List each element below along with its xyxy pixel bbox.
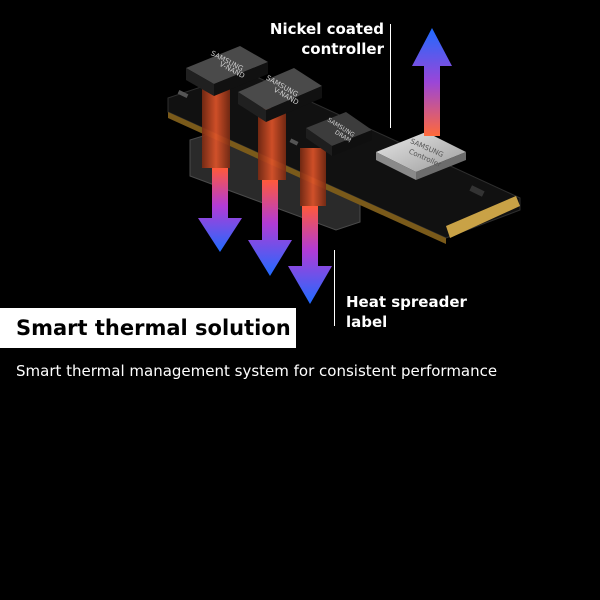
controller-chip: SAMSUNG Controller bbox=[376, 132, 466, 180]
heat-down-arrow bbox=[288, 206, 332, 304]
dram-chip: SAMSUNG DRAM bbox=[306, 112, 372, 156]
board-component bbox=[469, 185, 485, 197]
heat-down-arrow bbox=[198, 168, 242, 252]
nand-chip: SAMSUNG V-NAND bbox=[238, 68, 322, 122]
board-component bbox=[289, 138, 299, 146]
heat-spreader-callout: Heat spreader label bbox=[346, 292, 476, 332]
nand-chip: SAMSUNG V-NAND bbox=[186, 46, 268, 96]
heat-up-arrow bbox=[412, 28, 452, 136]
headline-box: Smart thermal solution bbox=[0, 308, 296, 348]
nickel-callout-line-2: controller bbox=[301, 40, 384, 58]
heat-callout-line-2: label bbox=[346, 313, 388, 331]
nickel-callout-leader-line bbox=[390, 24, 391, 128]
thermal-pillar bbox=[258, 108, 286, 180]
heat-down-arrow bbox=[248, 180, 292, 276]
gold-connector bbox=[446, 196, 520, 238]
description-text: Smart thermal management system for cons… bbox=[16, 362, 498, 380]
nickel-callout-line-1: Nickel coated bbox=[269, 20, 384, 38]
thermal-pillar bbox=[202, 86, 230, 168]
heat-callout-leader-line bbox=[334, 250, 335, 326]
nickel-controller-callout: Nickel coated controller bbox=[262, 19, 384, 59]
heat-callout-line-1: Heat spreader bbox=[346, 293, 467, 311]
thermal-pillar bbox=[300, 148, 326, 206]
board-component bbox=[177, 90, 189, 98]
